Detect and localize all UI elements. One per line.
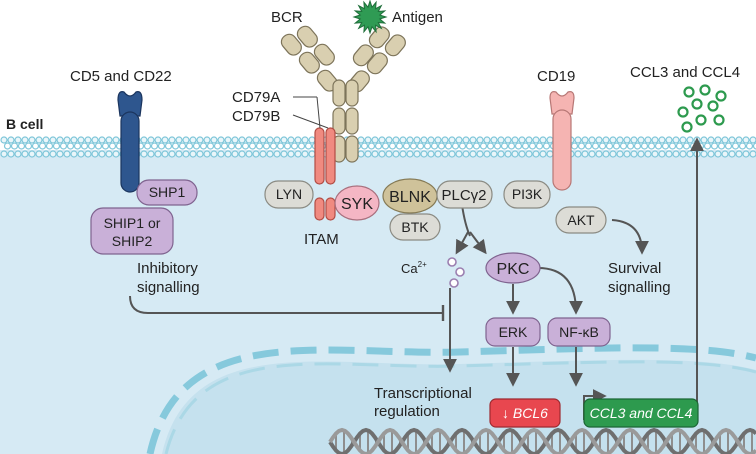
antigen-icon bbox=[352, 0, 388, 35]
syk-protein bbox=[334, 185, 380, 221]
bcl6-gene-box bbox=[489, 398, 561, 428]
pkc-protein bbox=[485, 252, 541, 284]
nfkb-protein bbox=[547, 317, 611, 347]
calcium-label: Ca2+ bbox=[401, 260, 427, 276]
cd79b-leader bbox=[292, 114, 329, 129]
plcg2-protein bbox=[436, 180, 493, 209]
lyn-label: LYN bbox=[276, 186, 302, 202]
cd5-cd22-label: CD5 and CD22 bbox=[70, 68, 172, 85]
arrow-to-calcium bbox=[455, 231, 469, 255]
antigen-label: Antigen bbox=[392, 9, 443, 26]
arrow-to-pkc bbox=[469, 231, 487, 255]
signalling-proteins bbox=[90, 178, 699, 428]
btk-label: BTK bbox=[401, 219, 429, 235]
bcr-label: BCR bbox=[271, 9, 303, 26]
ccl3-ccl4-molecules bbox=[677, 84, 727, 133]
arrow-pkc-nfkb bbox=[537, 267, 583, 315]
inhibitory-label-1: Inhibitory bbox=[137, 260, 198, 277]
pathway-arrows bbox=[129, 137, 704, 420]
calcium-superscript: 2+ bbox=[418, 260, 427, 269]
nfkb-label: NF-κB bbox=[559, 324, 599, 340]
bcr-receptor bbox=[280, 25, 406, 163]
plcg2-label: PLCγ2 bbox=[441, 187, 486, 204]
cd19-label: CD19 bbox=[537, 68, 575, 85]
blnk-label: BLNK bbox=[389, 189, 431, 206]
shp1-label: SHP1 bbox=[149, 184, 186, 200]
bcl6-label: ↓ BCL6 bbox=[502, 405, 548, 421]
nuclear-envelope-inner bbox=[164, 360, 756, 454]
inhibitory-line bbox=[129, 295, 442, 314]
survival-label-1: Survival bbox=[608, 260, 661, 277]
calcium-ions bbox=[447, 257, 465, 288]
cd19-receptor bbox=[549, 91, 575, 191]
pkc-label: PKC bbox=[497, 261, 530, 278]
inhibitory-label-2: signalling bbox=[137, 279, 200, 296]
cd79a-label: CD79A bbox=[232, 89, 280, 106]
cd79-heterodimer bbox=[314, 127, 336, 221]
btk-protein bbox=[389, 213, 441, 241]
cd5-cd22-receptor bbox=[117, 91, 143, 193]
ship-protein bbox=[90, 207, 174, 255]
cd79a-leader-v bbox=[316, 96, 321, 129]
akt-label: AKT bbox=[567, 212, 595, 228]
dna-helix bbox=[328, 427, 756, 454]
ship-label-2: SHIP2 bbox=[112, 233, 153, 249]
shp1-protein bbox=[136, 179, 198, 206]
syk-label: SYK bbox=[341, 196, 373, 213]
cd79b-label: CD79B bbox=[232, 108, 280, 125]
arrow-akt-survival bbox=[611, 219, 649, 255]
lyn-protein bbox=[264, 180, 314, 209]
transcription-label-2: regulation bbox=[374, 403, 440, 420]
ccl-gene-label: CCL3 and CCL4 bbox=[590, 405, 693, 421]
transcription-label-1: Transcriptional bbox=[374, 385, 472, 402]
akt-protein bbox=[555, 206, 607, 234]
pi3k-label: PI3K bbox=[512, 186, 543, 202]
pi3k-protein bbox=[503, 180, 551, 209]
b-cell-label: B cell bbox=[6, 116, 43, 132]
ccl-top-label: CCL3 and CCL4 bbox=[630, 64, 740, 81]
erk-label: ERK bbox=[499, 324, 528, 340]
cell-membrane bbox=[0, 136, 756, 158]
ccl-gene-box bbox=[583, 398, 699, 428]
ship-label-1: SHIP1 or bbox=[104, 215, 161, 231]
itam-label: ITAM bbox=[304, 231, 339, 248]
survival-label-2: signalling bbox=[608, 279, 671, 296]
erk-protein bbox=[485, 317, 541, 347]
